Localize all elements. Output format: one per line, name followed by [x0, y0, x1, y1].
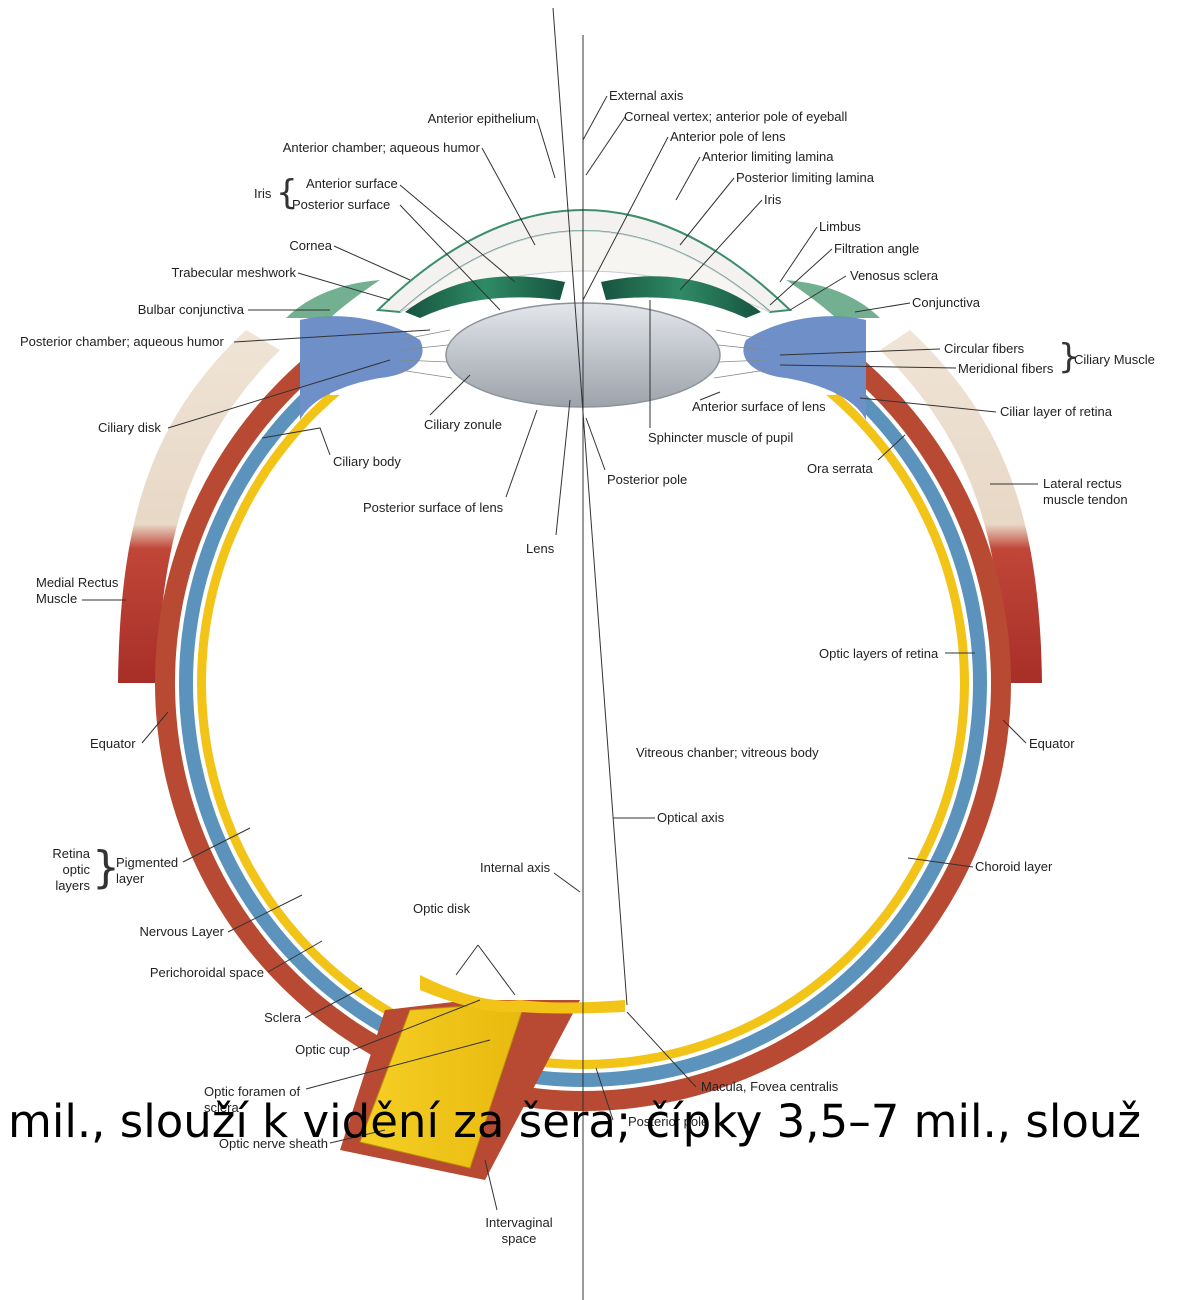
label-macula: Macula, Fovea centralis — [701, 1079, 838, 1095]
label-iris: Iris — [764, 192, 781, 208]
label-lens: Lens — [526, 541, 554, 557]
label-sclera: Sclera — [250, 1010, 301, 1026]
label-equator-right: Equator — [1029, 736, 1075, 752]
label-optic-disk: Optic disk — [413, 901, 470, 917]
label-ciliary-muscle: Ciliary Muscle — [1074, 352, 1155, 368]
label-posterior-limiting-lamina: Posterior limiting lamina — [736, 170, 874, 186]
label-external-axis: External axis — [609, 88, 683, 104]
label-circular-fibers: Circular fibers — [944, 341, 1024, 357]
label-internal-axis: Internal axis — [480, 860, 550, 876]
label-anterior-chamber: Anterior chamber; aqueous humor — [270, 140, 480, 156]
label-anterior-pole-lens: Anterior pole of lens — [670, 129, 786, 145]
label-vitreous-chamber: Vitreous chanber; vitreous body — [636, 745, 819, 761]
label-bulbar-conjunctiva: Bulbar conjunctiva — [110, 302, 244, 318]
overlay-caption-text: mil., slouží k vidění za šera; čípky 3,5… — [8, 1094, 1141, 1150]
label-posterior-surface-lens: Posterior surface of lens — [363, 500, 503, 516]
label-filtration-angle: Filtration angle — [834, 241, 919, 257]
label-cornea: Cornea — [250, 238, 332, 254]
label-nervous-layer: Nervous Layer — [120, 924, 224, 940]
label-iris-group: Iris — [254, 186, 271, 202]
label-ciliary-disk: Ciliary disk — [98, 420, 161, 436]
label-ciliary-body: Ciliary body — [333, 454, 401, 470]
label-posterior-chamber: Posterior chamber; aqueous humor — [20, 334, 224, 350]
label-ciliar-layer-retina: Ciliar layer of retina — [1000, 404, 1112, 420]
label-iris-posterior-surface: Posterior surface — [292, 197, 390, 213]
label-pigmented-layer: Pigmented layer — [116, 855, 178, 887]
label-sphincter-muscle: Sphincter muscle of pupil — [648, 430, 793, 446]
label-lateral-rectus: Lateral rectus muscle tendon — [1043, 476, 1128, 508]
label-equator-left: Equator — [90, 736, 136, 752]
label-intervaginal-space: Intervaginal space — [484, 1215, 554, 1247]
label-medial-rectus: Medial Rectus Muscle — [36, 575, 118, 607]
label-posterior-pole: Posterior pole — [607, 472, 687, 488]
label-meridional-fibers: Meridional fibers — [958, 361, 1053, 377]
label-conjunctiva: Conjunctiva — [912, 295, 980, 311]
label-limbus: Limbus — [819, 219, 861, 235]
label-trabecular-meshwork: Trabecular meshwork — [140, 265, 296, 281]
label-choroid-layer: Choroid layer — [975, 859, 1052, 875]
label-ciliary-zonule: Ciliary zonule — [424, 417, 502, 433]
label-anterior-epithelium: Anterior epithelium — [386, 111, 536, 127]
label-anterior-surface-lens: Anterior surface of lens — [692, 399, 826, 415]
label-anterior-limiting-lamina: Anterior limiting lamina — [702, 149, 834, 165]
label-optic-cup: Optic cup — [280, 1042, 350, 1058]
label-venosus-sclera: Venosus sclera — [850, 268, 938, 284]
label-optical-axis: Optical axis — [657, 810, 724, 826]
label-perichoroidal-space: Perichoroidal space — [130, 965, 264, 981]
label-iris-anterior-surface: Anterior surface — [306, 176, 398, 192]
label-ora-serrata: Ora serrata — [807, 461, 873, 477]
label-retina-optic-layers: Retina optic layers — [38, 846, 90, 894]
label-optic-layers-retina: Optic layers of retina — [819, 646, 938, 662]
label-corneal-vertex: Corneal vertex; anterior pole of eyeball — [624, 109, 847, 125]
